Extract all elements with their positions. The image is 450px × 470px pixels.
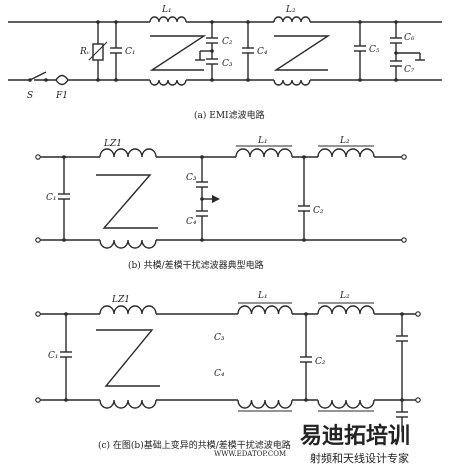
label-a-c4: C₄ [257, 47, 268, 57]
label-a-c2: C₂ [222, 37, 233, 47]
label-a-c7: C₇ [404, 65, 415, 75]
label-b-c1: C₁ [46, 193, 57, 203]
label-a-s: S [27, 91, 33, 101]
label-a-c1: C₁ [125, 47, 136, 57]
label-b-lz1: LZ1 [103, 139, 122, 149]
label-a-c6: C₆ [404, 33, 415, 43]
label-c-c2: C₂ [315, 357, 326, 367]
watermark: 易迪拓培训 射频和天线设计专家 WWW.EDATOP.COM [214, 423, 410, 465]
watermark-url: WWW.EDATOP.COM [214, 450, 286, 458]
label-a-l2: L₂ [285, 5, 296, 15]
label-a-f1: F1 [55, 91, 68, 101]
circuit-c: LZ1 L₁ L₂ C₁ C₃ C₄ C₂ (c) 在图(b)基础上变异的共模/… [35, 291, 421, 451]
label-c-l2: L₂ [339, 291, 350, 301]
watermark-tagline: 射频和天线设计专家 [310, 451, 409, 465]
label-c-lz1: LZ1 [111, 295, 130, 305]
label-c-c1: C₁ [48, 351, 59, 361]
label-c-l1: L₁ [257, 291, 268, 301]
label-b-c3: C₃ [186, 173, 197, 183]
label-b-l2: L₂ [339, 136, 350, 146]
caption-a: (a) EMI滤波电路 [194, 109, 265, 121]
label-b-l1: L₁ [257, 136, 268, 146]
label-c-c4: C₄ [214, 369, 225, 379]
caption-c: (c) 在图(b)基础上变异的共模/差模干扰滤波电路 [98, 439, 291, 451]
label-b-c4: C₄ [186, 217, 197, 227]
watermark-brand: 易迪拓培训 [300, 423, 410, 449]
label-a-c5: C₅ [369, 45, 380, 55]
circuit-b: LZ1 L₁ L₂ C₁ C₃ C₄ C₂ (b) 共模/差模干扰滤波器典型电路 [35, 136, 407, 271]
circuit-a: L₁ L₂ Rᵥ C₁ C₂ C₃ C₄ C₅ C₆ C₇ S F1 (a) E… [8, 5, 442, 121]
label-a-l1: L₁ [161, 5, 172, 15]
caption-b: (b) 共模/差模干扰滤波器典型电路 [128, 259, 264, 271]
label-a-c3: C₃ [222, 59, 233, 69]
label-c-c3: C₃ [214, 333, 225, 343]
label-b-c2: C₂ [313, 206, 324, 216]
label-a-rv: Rᵥ [79, 47, 90, 57]
